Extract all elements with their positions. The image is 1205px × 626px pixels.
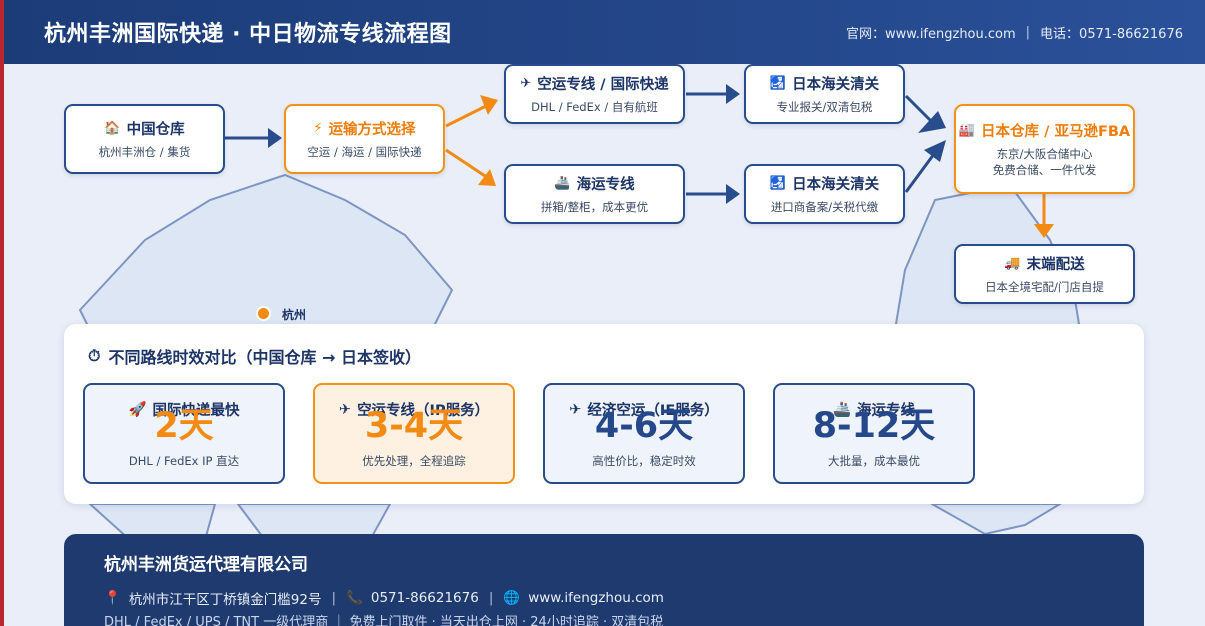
route-card-label: 国际快递最快 <box>152 403 240 419</box>
route-card-desc: 大批量，成本最优 <box>828 454 920 468</box>
rocket-icon: 🚀 <box>128 402 147 418</box>
node-air-line-sub: DHL / FedEx / 自有航班 <box>531 100 658 114</box>
node-china-warehouse: 🏠 中国仓库 杭州丰洲仓 / 集货 <box>64 104 225 174</box>
footer-address: 杭州市江干区丁桥镇金门槛92号 <box>128 592 322 608</box>
node-japan-warehouse-title: 日本仓库 / 亚马逊FBA <box>981 124 1131 140</box>
route-card-value: 4-6天 <box>594 406 694 446</box>
node-sea-line-title: 海运专线 <box>576 177 635 193</box>
header-separator: | <box>1025 24 1031 40</box>
route-card-desc: 优先处理，全程追踪 <box>362 454 466 468</box>
hangzhou-label: 杭州 <box>282 308 307 322</box>
header-website[interactable]: 官网：www.ifengzhou.com <box>845 26 1016 42</box>
airplane-icon: ✈ <box>520 76 532 91</box>
footer-contact-line: 📍 杭州市江干区丁桥镇金门槛92号 | 📞 0571-86621676 | 🌐 … <box>104 588 1144 608</box>
route-card-desc: DHL / FedEx IP 直达 <box>128 454 240 468</box>
footer-services: DHL / FedEx / UPS / TNT 一级代理商 ｜ 免费上门取件 ·… <box>104 615 664 626</box>
node-sea-line: 🚢 海运专线 拼箱/整柜，成本更优 <box>504 164 685 224</box>
route-card-label: 海运专线 <box>857 403 916 419</box>
node-customs-air: 🛃 日本海关清关 专业报关/双清包税 <box>744 64 905 124</box>
airplane-icon: ✈ <box>569 401 582 418</box>
node-last-mile-title: 末端配送 <box>1026 257 1085 273</box>
comparison-title: 不同路线时效对比（中国仓库 → 日本签收） <box>108 348 422 367</box>
node-customs-sea-title: 日本海关清关 <box>792 177 880 193</box>
node-china-warehouse-title: 中国仓库 <box>126 122 185 138</box>
node-japan-warehouse-sub1: 东京/大阪合储中心 <box>996 147 1093 161</box>
footer-website[interactable]: www.ifengzhou.com <box>528 590 664 606</box>
route-card-desc: 高性价比，稳定时效 <box>592 454 696 468</box>
map-region-japan-south <box>928 503 1064 536</box>
header-phone: 电话：0571-86621676 <box>1040 26 1183 42</box>
footer-separator: | <box>488 590 494 606</box>
route-card-air-ip: ✈ 空运专线（IP服务） 3-4天 优先处理，全程追踪 <box>313 383 515 484</box>
node-japan-warehouse: 🏭 日本仓库 / 亚马逊FBA 东京/大阪合储中心 免费合储、一件代发 <box>954 104 1135 194</box>
airplane-icon: ✈ <box>338 401 352 418</box>
route-card-label: 空运专线（IP服务） <box>357 403 490 419</box>
hangzhou-marker <box>256 306 271 321</box>
factory-icon: 🏭 <box>958 123 976 138</box>
node-transport-choice-title: 运输方式选择 <box>328 122 416 138</box>
lightning-icon: ⚡ <box>313 121 323 136</box>
node-last-mile: 🚚 末端配送 日本全境宅配/门店自提 <box>954 244 1135 304</box>
route-card-value: 3-4天 <box>364 406 464 446</box>
timing-comparison-panel: ⏱ 不同路线时效对比（中国仓库 → 日本签收） 🚀 国际快递最快 2天 DHL … <box>64 324 1144 504</box>
page-title: 杭州丰洲国际快递 · 中日物流专线流程图 <box>44 22 452 47</box>
route-card-value: 8-12天 <box>812 406 936 446</box>
node-transport-choice-sub: 空运 / 海运 / 国际快递 <box>307 145 422 159</box>
node-air-line: ✈ 空运专线 / 国际快递 DHL / FedEx / 自有航班 <box>504 64 685 124</box>
route-card-label: 经济空运（IE服务） <box>587 403 719 419</box>
node-air-line-title: 空运专线 / 国际快递 <box>537 77 669 93</box>
left-accent-stripe <box>0 0 4 626</box>
node-transport-choice: ⚡ 运输方式选择 空运 / 海运 / 国际快递 <box>284 104 445 174</box>
house-icon: 🏠 <box>104 121 121 136</box>
footer-company: 杭州丰洲货运代理有限公司 <box>104 555 308 575</box>
pin-icon: 📍 <box>104 590 121 606</box>
footer-separator: | <box>331 590 337 606</box>
node-japan-warehouse-sub2: 免费合储、一件代发 <box>992 163 1097 177</box>
node-customs-sea-sub: 进口商备案/关税代缴 <box>770 200 879 214</box>
header-contact: 官网：www.ifengzhou.com | 电话：0571-86621676 <box>846 23 1183 42</box>
header-bar: 杭州丰洲国际快递 · 中日物流专线流程图 官网：www.ifengzhou.co… <box>0 0 1205 64</box>
ship-icon: 🚢 <box>554 176 571 191</box>
node-customs-air-title: 日本海关清关 <box>792 77 880 93</box>
phone-icon: 📞 <box>346 590 363 606</box>
node-last-mile-sub: 日本全境宅配/门店自提 <box>985 280 1104 294</box>
footer-phone: 0571-86621676 <box>370 590 479 606</box>
route-card-sea: 🚢 海运专线 8-12天 大批量，成本最优 <box>773 383 975 484</box>
customs-icon: 🛃 <box>769 76 787 91</box>
stopwatch-icon: ⏱ <box>88 346 101 365</box>
truck-icon: 🚚 <box>1004 256 1021 271</box>
route-card-value: 2天 <box>154 406 214 446</box>
node-sea-line-sub: 拼箱/整柜，成本更优 <box>540 200 649 214</box>
globe-icon: 🌐 <box>503 590 521 606</box>
node-customs-sea: 🛃 日本海关清关 进口商备案/关税代缴 <box>744 164 905 224</box>
node-china-warehouse-sub: 杭州丰洲仓 / 集货 <box>98 145 191 159</box>
route-card-air-ie: ✈ 经济空运（IE服务） 4-6天 高性价比，稳定时效 <box>543 383 745 484</box>
route-card-express: 🚀 国际快递最快 2天 DHL / FedEx IP 直达 <box>83 383 285 484</box>
footer: 杭州丰洲货运代理有限公司 📍 杭州市江干区丁桥镇金门槛92号 | 📞 0571-… <box>64 534 1144 626</box>
customs-icon: 🛃 <box>769 176 787 191</box>
node-customs-air-sub: 专业报关/双清包税 <box>776 100 873 114</box>
ship-icon: 🚢 <box>832 402 852 418</box>
